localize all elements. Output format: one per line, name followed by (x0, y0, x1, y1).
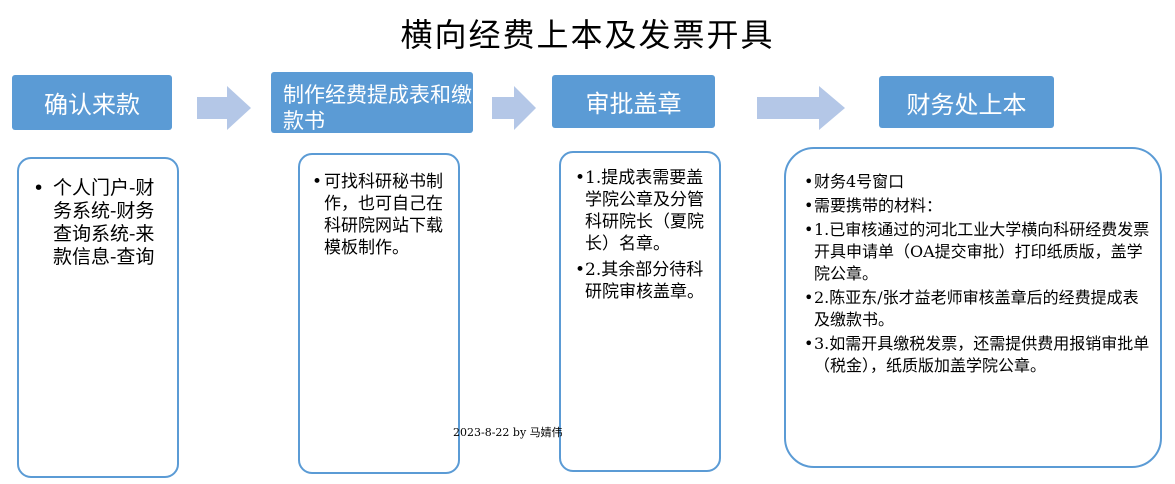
list-item: • 个人门户-财务系统-财务查询系统-来款信息-查询 (33, 177, 169, 269)
item-text: 财务4号窗口 (814, 172, 905, 191)
step-finance-registration: 财务处上本 (879, 76, 1054, 128)
bullet: • (804, 172, 814, 191)
detail-box-approve-stamp: • 1.提成表需要盖学院公章及分管科研院长（夏院长）名章。 • 2.其余部分待科… (559, 151, 721, 472)
detail-box-confirm-payment: • 个人门户-财务系统-财务查询系统-来款信息-查询 (17, 157, 179, 478)
step-make-forms: 制作经费提成表和缴款书 (271, 72, 473, 133)
list-item: • 财务4号窗口 (804, 171, 1154, 193)
bullet: • (804, 220, 814, 239)
step-approve-stamp: 审批盖章 (552, 75, 715, 128)
list-item: • 3.如需开具缴税发票，还需提供费用报销审批单（税金），纸质版加盖学院公章。 (804, 333, 1154, 377)
list-item: • 可找科研秘书制作，也可自己在科研院网站下载模板制作。 (312, 171, 452, 259)
list-item: • 1.提成表需要盖学院公章及分管科研院长（夏院长）名章。 (575, 167, 713, 255)
page-title: 横向经费上本及发票开具 (400, 16, 775, 54)
author-date-footer: 2023-8-22 by 马婧伟 (453, 426, 563, 439)
bullet: • (804, 196, 814, 215)
bullet: • (575, 260, 586, 280)
item-text: 2.陈亚东/张才益老师审核盖章后的经费提成表及缴款书。 (814, 288, 1139, 329)
step-confirm-payment: 确认来款 (12, 75, 172, 130)
right-arrow-icon (492, 86, 536, 130)
list-item: • 需要携带的材料： (804, 195, 1154, 217)
right-arrow-icon (197, 86, 251, 130)
right-arrow-icon (757, 86, 845, 130)
list-item: • 2.其余部分待科研院审核盖章。 (575, 259, 713, 303)
bullet: • (804, 288, 814, 307)
item-text: 2.其余部分待科研院审核盖章。 (585, 260, 704, 302)
list-item: • 2.陈亚东/张才益老师审核盖章后的经费提成表及缴款书。 (804, 287, 1154, 331)
detail-box-finance-registration: • 财务4号窗口 • 需要携带的材料： • 1.已审核通过的河北工业大学横向科研… (784, 147, 1162, 468)
bullet: • (312, 172, 323, 192)
detail-box-make-forms: • 可找科研秘书制作，也可自己在科研院网站下载模板制作。 (298, 153, 460, 474)
item-text: 需要携带的材料： (814, 196, 943, 215)
bullet: • (33, 177, 45, 199)
item-text: 1.已审核通过的河北工业大学横向科研经费发票开具申请单（OA提交审批）打印纸质版… (814, 220, 1150, 283)
bullet: • (804, 334, 814, 353)
item-text: 可找科研秘书制作，也可自己在科研院网站下载模板制作。 (324, 172, 443, 258)
item-text: 个人门户-财务系统-财务查询系统-来款信息-查询 (53, 177, 155, 268)
item-text: 1.提成表需要盖学院公章及分管科研院长（夏院长）名章。 (585, 168, 704, 254)
bullet: • (575, 168, 586, 188)
item-text: 3.如需开具缴税发票，还需提供费用报销审批单（税金），纸质版加盖学院公章。 (814, 334, 1150, 375)
list-item: • 1.已审核通过的河北工业大学横向科研经费发票开具申请单（OA提交审批）打印纸… (804, 219, 1154, 285)
